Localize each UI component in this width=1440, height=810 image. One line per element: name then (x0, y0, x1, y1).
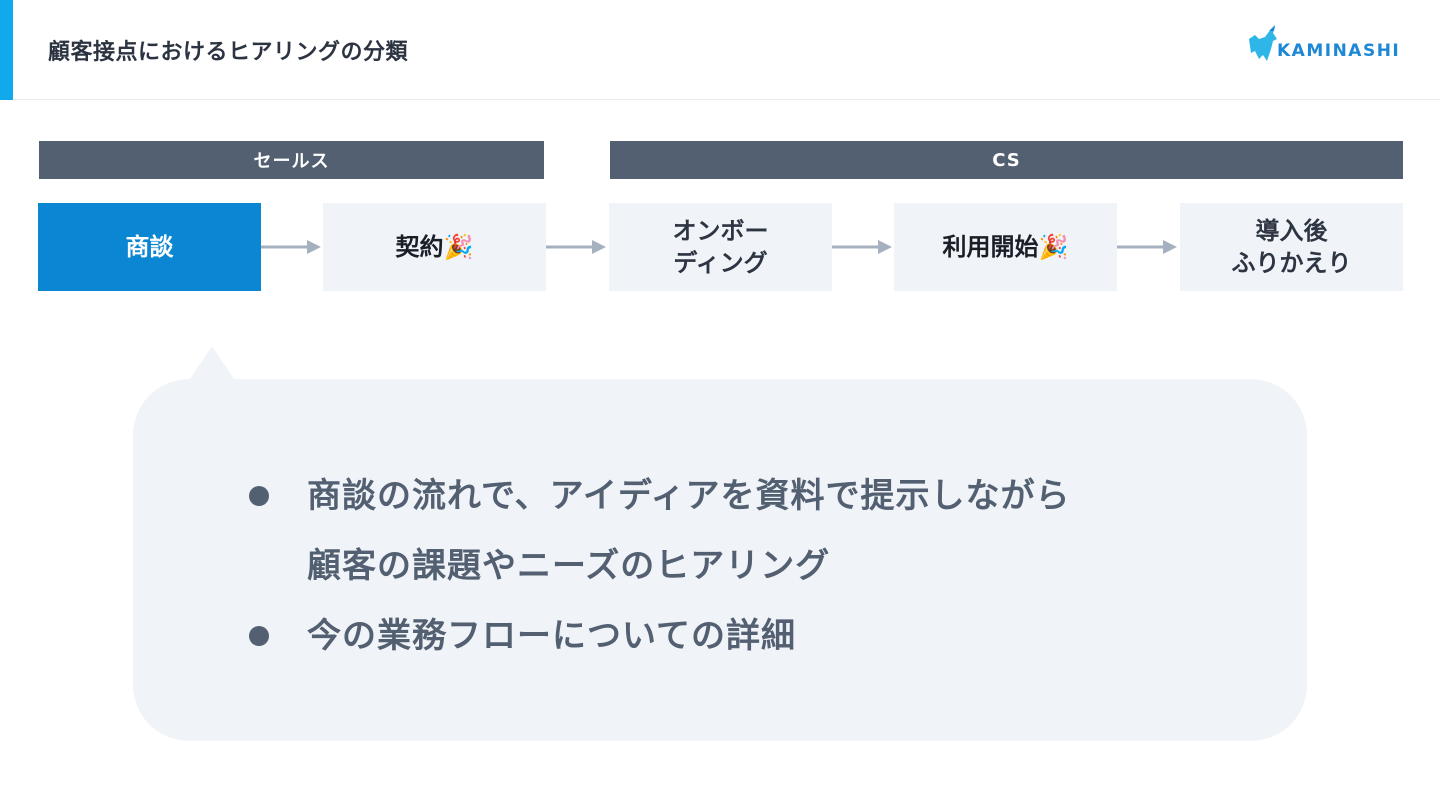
callout-bullet-list: 商談の流れで、アイディアを資料で提示しながら 顧客の課題やニーズのヒアリング 今… (243, 461, 1243, 671)
bullet-dot-icon (249, 486, 269, 506)
accent-bar (0, 0, 13, 100)
kaminashi-logo: KAMINASHI (1245, 25, 1415, 67)
phase-cs: CS (610, 141, 1403, 179)
arrow-right-icon (261, 240, 321, 254)
step-contract: 契約🎉 (323, 203, 546, 291)
step-review: 導入後 ふりかえり (1180, 203, 1403, 291)
bullet-text: 商談の流れで、アイディアを資料で提示しながら 顧客の課題やニーズのヒアリング (307, 476, 1071, 586)
callout-bubble (133, 379, 1307, 741)
page-title: 顧客接点におけるヒアリングの分類 (48, 40, 409, 65)
goat-logo-icon (1249, 25, 1277, 61)
step-onboarding: オンボー ディング (609, 203, 832, 291)
bullet-dot-icon (249, 626, 269, 646)
list-item: 今の業務フローについての詳細 (243, 601, 1243, 671)
step-start-use: 利用開始🎉 (894, 203, 1117, 291)
bullet-text: 今の業務フローについての詳細 (307, 616, 796, 656)
callout-pointer (188, 346, 236, 382)
arrow-right-icon (832, 240, 892, 254)
logo-text: KAMINASHI (1277, 41, 1401, 61)
step-negotiation: 商談 (38, 203, 261, 291)
arrow-right-icon (546, 240, 606, 254)
phase-sales: セールス (39, 141, 544, 179)
arrow-right-icon (1117, 240, 1177, 254)
list-item: 商談の流れで、アイディアを資料で提示しながら 顧客の課題やニーズのヒアリング (243, 461, 1243, 601)
slide-header: 顧客接点におけるヒアリングの分類 KAMINASHI (0, 0, 1440, 100)
